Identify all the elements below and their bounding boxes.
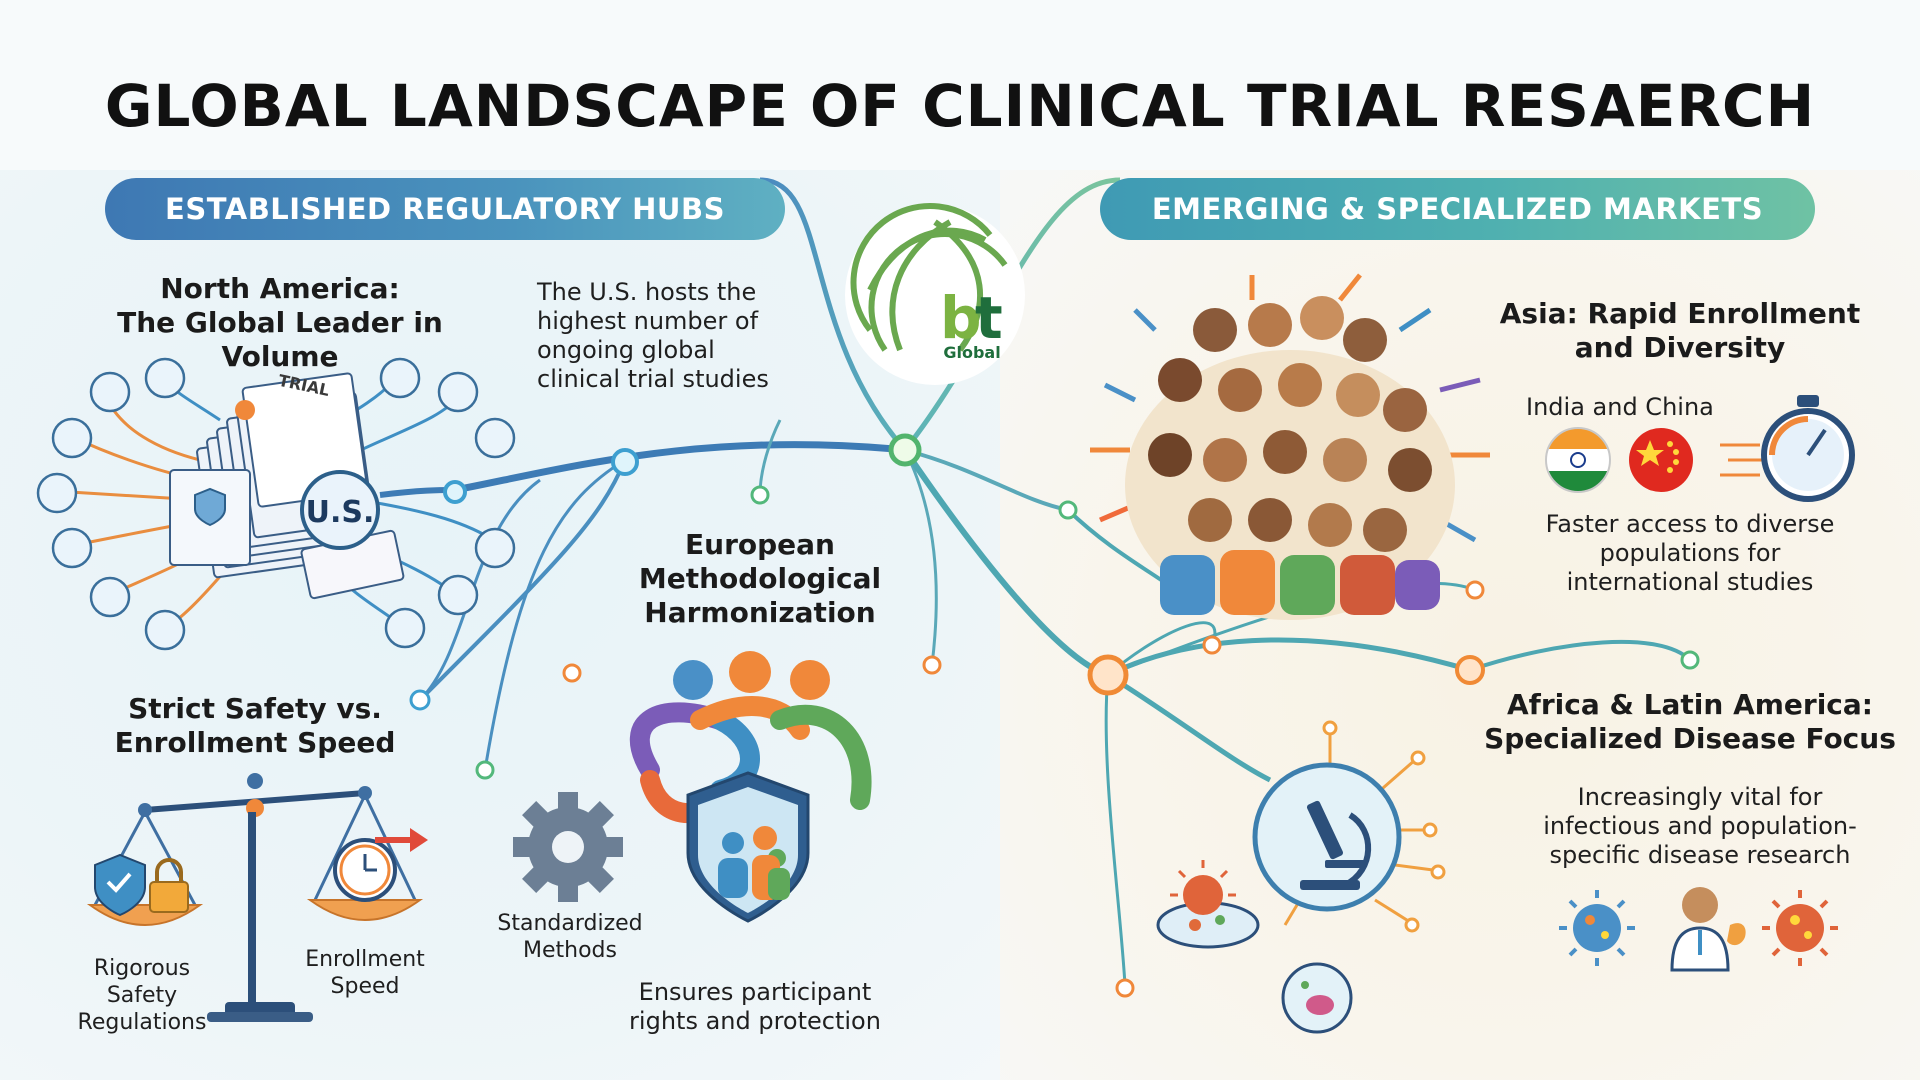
stopwatch-icon xyxy=(1720,395,1855,502)
north-america-description: The U.S. hosts the highest number of ong… xyxy=(537,278,769,393)
asia-description: Faster access to diverse populations for… xyxy=(1545,510,1835,596)
virus-icon-blue xyxy=(1559,890,1635,966)
india-flag xyxy=(1545,427,1611,493)
banner-emerging-markets: EMERGING & SPECIALIZED MARKETS xyxy=(1100,178,1815,240)
page-title: GLOBAL LANDSCAPE OF CLINICAL TRIAL RESAE… xyxy=(104,72,1816,140)
asia-countries: India and China xyxy=(1526,393,1714,421)
us-badge: U.S. xyxy=(306,495,375,530)
banner-established-hubs: ESTABLISHED REGULATORY HUBS xyxy=(105,178,785,240)
enrollment-speed-label: Enrollment Speed xyxy=(305,947,425,999)
africa-latam-heading: Africa & Latin America: Specialized Dise… xyxy=(1484,688,1896,755)
petri-dish-icon xyxy=(1156,901,1260,949)
diverse-crowd xyxy=(1090,273,1490,620)
safety-heading: Strict Safety vs. Enrollment Speed xyxy=(114,692,396,759)
virus-icon-red xyxy=(1762,890,1838,966)
asia-heading: Asia: Rapid Enrollment and Diversity xyxy=(1499,297,1861,364)
microscope-icon xyxy=(1300,800,1372,890)
doctor-icon xyxy=(1670,887,1746,972)
virus-icon-orange xyxy=(1170,860,1236,915)
rigorous-safety-label: Rigorous Safety Regulations xyxy=(77,956,207,1035)
africa-latam-description: Increasingly vital for infectious and po… xyxy=(1543,783,1857,869)
bacteria-icon xyxy=(1281,962,1353,1034)
europe-description: Ensures participant rights and protectio… xyxy=(629,978,881,1035)
china-flag xyxy=(1629,428,1693,492)
europe-heading: European Methodological Harmonization xyxy=(638,528,882,629)
standardized-methods-label: Standardized Methods xyxy=(497,911,643,963)
north-america-heading: North America: The Global Leader in Volu… xyxy=(117,272,443,373)
